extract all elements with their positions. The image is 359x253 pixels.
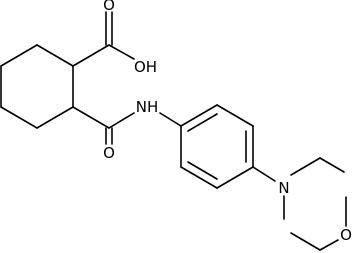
nh-aryl-bond <box>159 112 182 127</box>
benzene-inner-bond-3 <box>187 161 218 180</box>
morpholine-bond-4 <box>319 239 339 251</box>
amide-c-bond <box>72 106 110 129</box>
carbonyl-oxygen-amide-label: O <box>103 144 115 162</box>
ring-bond-6 <box>0 44 38 67</box>
morpholine-bond-2 <box>319 157 345 173</box>
cyclohexane-ring <box>0 44 74 129</box>
morpholine-oxygen-label: O <box>340 226 352 244</box>
aryl-n-bond <box>252 166 276 182</box>
acid-oh-bond <box>108 44 135 60</box>
morpholine-ring <box>252 157 347 251</box>
hydroxyl-label: OH <box>134 58 157 76</box>
benzene-inner-bond-1 <box>187 113 218 132</box>
amide-cn-bond <box>108 112 135 129</box>
benzene-bond-1 <box>180 104 218 127</box>
amide-group <box>72 106 182 145</box>
ring-bond-4 <box>0 106 38 129</box>
ring-bond-3 <box>36 106 74 129</box>
benzene-bond-5 <box>180 166 218 189</box>
carboxylic-acid-group <box>72 11 135 67</box>
morpholine-bond-1 <box>290 157 321 176</box>
benzene-ring <box>180 104 254 189</box>
acid-c-bond <box>72 44 110 67</box>
ring-bond-1 <box>36 44 74 67</box>
morpholine-bond-5 <box>290 232 321 251</box>
benzene-bond-2 <box>216 104 254 127</box>
benzene-bond-4 <box>216 166 254 189</box>
carbonyl-oxygen-acid-label: O <box>103 0 115 14</box>
morpholine-nitrogen-label: N <box>278 179 289 197</box>
amide-nh-label: NH <box>136 98 159 116</box>
